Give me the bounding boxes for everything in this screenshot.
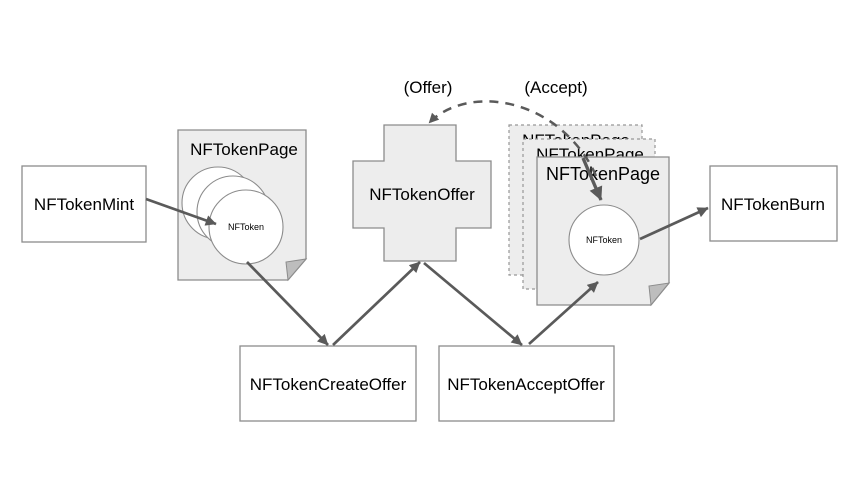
nftokencreateoffer-node: NFTokenCreateOffer — [239, 345, 417, 422]
nftokenacceptoffer-node: NFTokenAcceptOffer — [438, 345, 615, 422]
offer-cross-shape — [352, 124, 492, 262]
accept-offer-label: NFTokenAcceptOffer — [447, 375, 605, 394]
nftokenpage-left: NFTokenPage NFToken — [177, 129, 308, 282]
arrow-createoffer-to-offer — [332, 261, 421, 346]
nftoken-right-label: NFToken — [586, 235, 622, 245]
arrow-page-to-burn — [639, 206, 709, 241]
burn-box — [709, 165, 838, 242]
accept-annotation: (Accept) — [524, 78, 587, 97]
page-front-fold-corner — [648, 282, 671, 307]
burn-label: NFTokenBurn — [721, 195, 825, 214]
nftokenmint-node: NFTokenMint — [21, 165, 147, 243]
arrow-offer-to-acceptoffer — [423, 261, 523, 347]
mint-label: NFTokenMint — [34, 195, 134, 214]
nftoken-label: NFToken — [228, 222, 264, 232]
page-front-title: NFTokenPage — [546, 164, 660, 184]
nftokenoffer-node: NFTokenOffer — [352, 124, 492, 262]
create-offer-box — [239, 345, 417, 422]
offer-label: NFTokenOffer — [369, 185, 475, 204]
dashed-arrow-offer-accept — [428, 100, 598, 177]
arrow-page-to-createoffer — [246, 261, 329, 346]
page-fold-corner — [285, 258, 308, 282]
nftoken-circle-right — [568, 204, 640, 276]
arrow-into-new-page — [581, 157, 603, 201]
accept-offer-box — [438, 345, 615, 422]
arrow-mint-to-page — [145, 197, 217, 226]
nftoken-circle-front — [208, 189, 284, 265]
arrow-acceptoffer-to-page — [528, 280, 599, 346]
page-title: NFTokenPage — [190, 140, 298, 159]
nftokenburn-node: NFTokenBurn — [709, 165, 838, 242]
offer-annotation: (Offer) — [404, 78, 453, 97]
nftokenpage-right-stack: NFTokenPage NFTokenPage NFTokenPage NFTo… — [508, 124, 671, 307]
create-offer-label: NFTokenCreateOffer — [250, 375, 407, 394]
mint-box — [21, 165, 147, 243]
